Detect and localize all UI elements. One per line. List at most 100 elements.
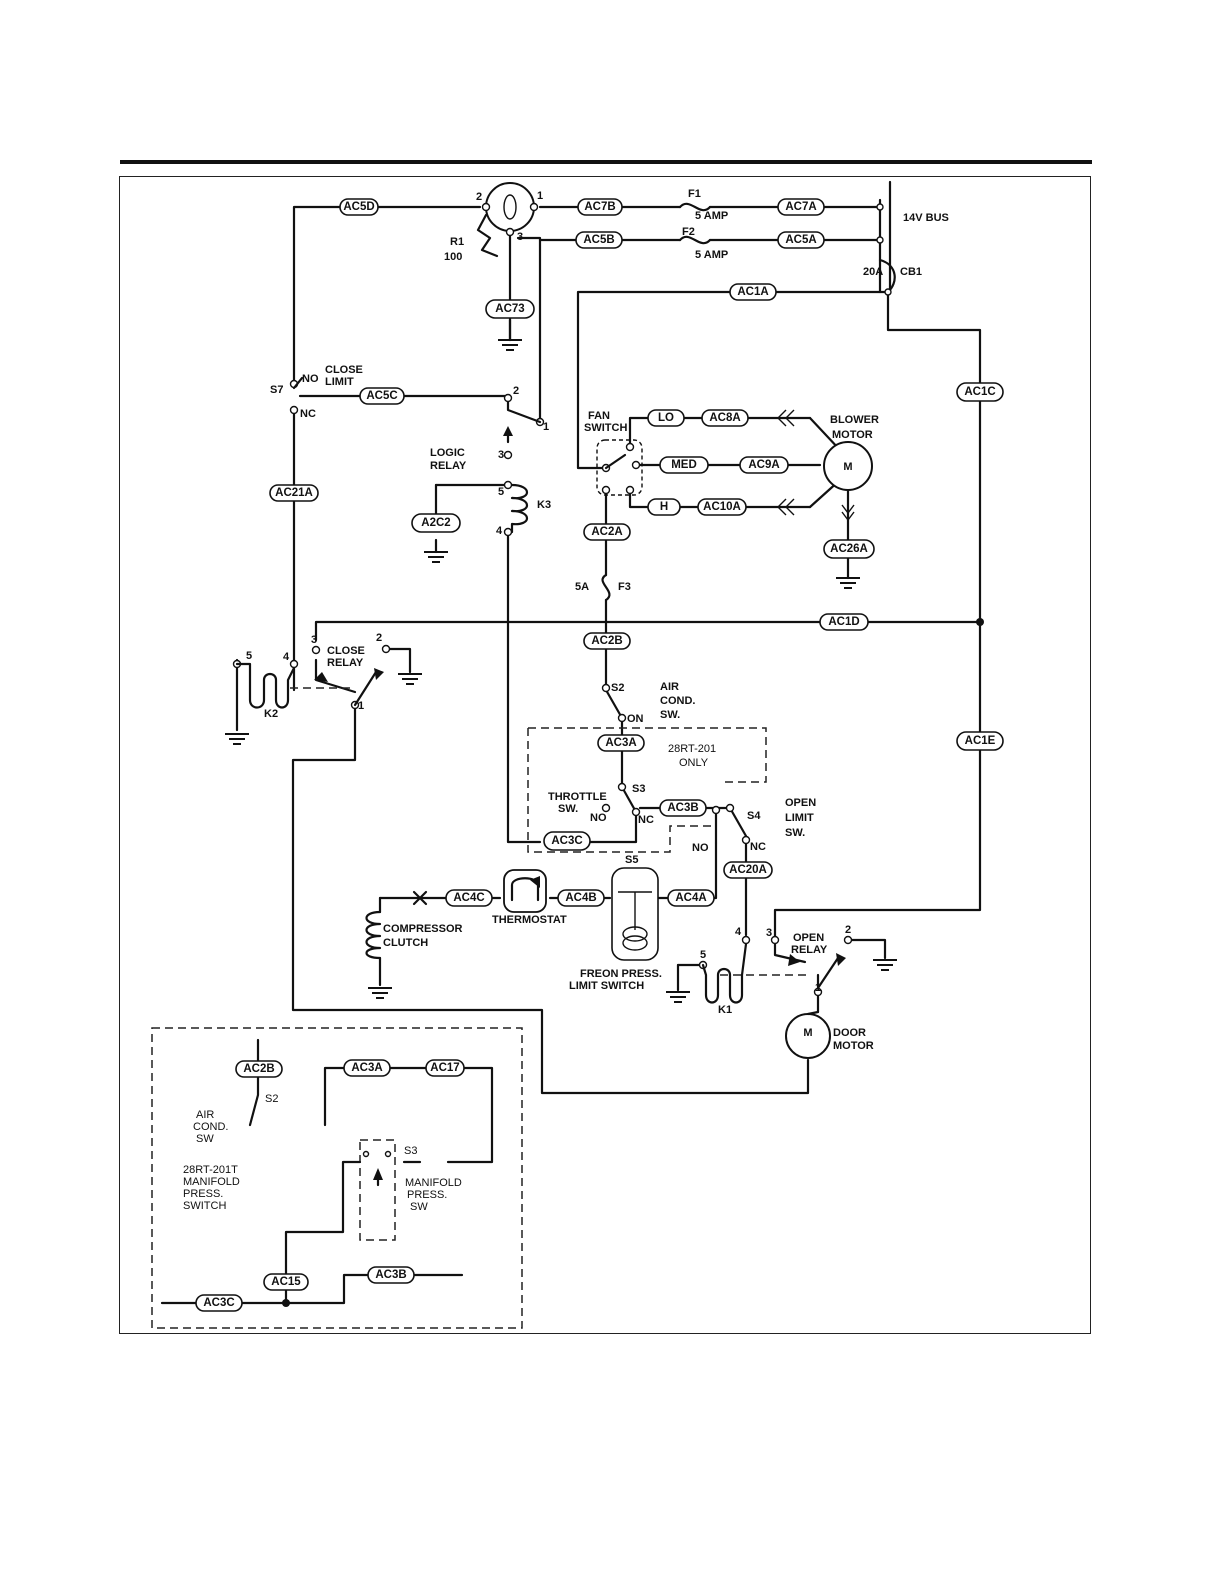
svg-text:AIR: AIR: [196, 1109, 214, 1121]
svg-text:M: M: [803, 1027, 812, 1039]
svg-text:K2: K2: [264, 708, 278, 720]
wire-tag-lo: LO: [647, 409, 685, 427]
svg-text:2: 2: [845, 924, 851, 936]
svg-text:RELAY: RELAY: [791, 944, 828, 956]
svg-text:CLOSE: CLOSE: [327, 645, 365, 657]
svg-text:AC3B: AC3B: [375, 1269, 406, 1281]
svg-text:S2: S2: [265, 1093, 278, 1105]
fuse-f1: [678, 202, 712, 212]
wire-tag-ac1a: AC1A: [729, 283, 777, 301]
fuse-f3: [601, 573, 611, 602]
svg-text:1: 1: [358, 700, 364, 712]
svg-text:RELAY: RELAY: [327, 657, 364, 669]
svg-text:K3: K3: [537, 499, 551, 511]
svg-text:3: 3: [517, 231, 523, 243]
svg-text:F2: F2: [682, 226, 695, 238]
wire-tag-ac3b: AC3B: [659, 799, 707, 817]
svg-text:RELAY: RELAY: [430, 460, 467, 472]
svg-text:OPEN: OPEN: [793, 932, 824, 944]
svg-text:F3: F3: [618, 581, 631, 593]
svg-text:AC5A: AC5A: [785, 234, 816, 246]
svg-text:SW.: SW.: [785, 827, 805, 839]
svg-text:AC17: AC17: [430, 1062, 459, 1074]
svg-text:5: 5: [498, 486, 504, 498]
svg-text:AC5C: AC5C: [366, 390, 397, 402]
svg-text:MOTOR: MOTOR: [833, 1040, 874, 1052]
svg-text:AC20A: AC20A: [729, 864, 767, 876]
svg-text:AC10A: AC10A: [703, 501, 741, 513]
svg-text:SWITCH: SWITCH: [584, 422, 627, 434]
inset-tag-ac3b: AC3B: [367, 1266, 415, 1284]
k1-coil: [698, 935, 751, 1004]
svg-text:100: 100: [444, 251, 462, 263]
svg-text:AC5D: AC5D: [343, 201, 374, 213]
s4-open-limit-switch: [711, 803, 751, 845]
svg-text:FAN: FAN: [588, 410, 610, 422]
fuse-f2: [678, 235, 712, 245]
svg-text:S7: S7: [270, 384, 283, 396]
wire-tag-ac3c: AC3C: [543, 831, 591, 851]
svg-text:5: 5: [700, 949, 706, 961]
svg-text:14V BUS: 14V BUS: [903, 212, 949, 224]
wire-tag-ac5a: AC5A: [777, 231, 825, 249]
svg-text:AC2A: AC2A: [591, 526, 622, 538]
svg-text:4: 4: [283, 651, 290, 663]
svg-text:FREON PRESS.: FREON PRESS.: [580, 968, 662, 980]
svg-text:THROTTLE: THROTTLE: [548, 791, 607, 803]
svg-text:ONLY: ONLY: [679, 757, 709, 769]
wire-tag-ac7b: AC7B: [577, 198, 623, 216]
svg-text:AC3C: AC3C: [551, 835, 582, 847]
svg-text:OPEN: OPEN: [785, 797, 816, 809]
svg-text:NO: NO: [590, 812, 607, 824]
wire-tag-ac10a: AC10A: [697, 498, 747, 516]
svg-text:THERMOSTAT: THERMOSTAT: [492, 914, 567, 926]
ground-symbols: [225, 339, 897, 1003]
wire-tag-ac5b: AC5B: [575, 231, 623, 249]
wire-tag-ac2a: AC2A: [583, 523, 631, 541]
svg-text:S3: S3: [632, 783, 645, 795]
wire-tag-hi: H: [647, 498, 681, 516]
svg-text:NO: NO: [692, 842, 709, 854]
svg-text:S2: S2: [611, 682, 624, 694]
wire-tag-ac4c: AC4C: [445, 889, 493, 907]
wire-tag-med: MED: [659, 456, 709, 474]
svg-text:NC: NC: [300, 408, 316, 420]
inset-manifold-switch: [160, 1038, 494, 1305]
svg-text:AC4B: AC4B: [565, 892, 596, 904]
svg-text:3: 3: [311, 634, 317, 646]
svg-text:AC5B: AC5B: [583, 234, 614, 246]
header-rule: [120, 160, 1092, 164]
open-relay: [770, 935, 853, 997]
svg-text:4: 4: [496, 525, 503, 537]
svg-text:AC1A: AC1A: [737, 286, 768, 298]
s3-throttle-switch: [601, 782, 641, 817]
splice-x-mark: [412, 890, 428, 906]
fan-switch: [596, 439, 643, 496]
svg-text:SWITCH: SWITCH: [183, 1200, 226, 1212]
svg-text:LO: LO: [658, 412, 674, 424]
svg-text:S3: S3: [404, 1145, 417, 1157]
svg-text:PRESS.: PRESS.: [407, 1189, 447, 1201]
svg-text:F1: F1: [688, 188, 701, 200]
svg-text:1: 1: [537, 190, 543, 202]
svg-text:2: 2: [476, 191, 482, 203]
wire-tag-ac9a: AC9A: [739, 456, 789, 474]
svg-text:1: 1: [815, 982, 821, 994]
svg-text:5 AMP: 5 AMP: [695, 249, 728, 261]
svg-text:MANIFOLD: MANIFOLD: [183, 1176, 240, 1188]
svg-text:2: 2: [376, 632, 382, 644]
svg-text:AC7A: AC7A: [785, 201, 816, 213]
wire-tag-ac4b: AC4B: [557, 889, 605, 907]
svg-text:MED: MED: [671, 459, 697, 471]
svg-text:AC1E: AC1E: [965, 735, 996, 747]
inset-tag-ac3a: AC3A: [343, 1059, 391, 1077]
svg-text:AC8A: AC8A: [709, 412, 740, 424]
svg-text:3: 3: [498, 449, 504, 461]
wire-tag-a2c2: A2C2: [411, 513, 461, 533]
wire-tag-ac1c: AC1C: [956, 382, 1004, 402]
s5-freon-press-switch: [611, 867, 659, 961]
labels: 2 1 3 R1 100 F1 5 AMP F2 5 AMP 14V BUS 2…: [246, 188, 949, 1052]
svg-text:COMPRESSOR: COMPRESSOR: [383, 923, 463, 935]
blower-motor: [777, 409, 873, 522]
